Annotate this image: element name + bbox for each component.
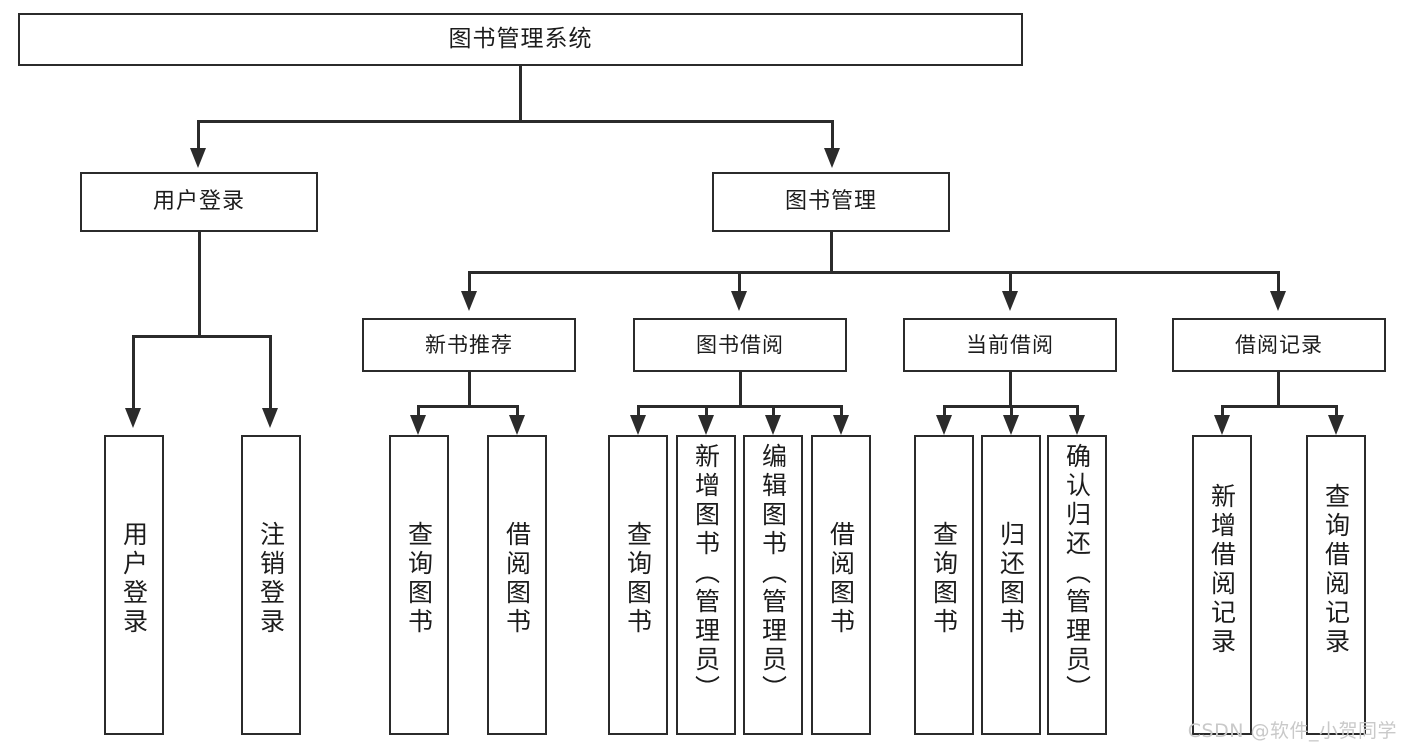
node-label: 图书借阅 [696,332,784,357]
connector-user-stem [198,232,201,337]
arrowhead-user-to-leaf2 [262,408,278,428]
connector-currentborrow-to-leaf1 [943,405,946,417]
node-label: 借阅图书 [502,521,532,637]
connector-borrowrecord-stem [1277,372,1280,408]
node-label: 查询借阅记录 [1321,483,1351,657]
connector-bookmgmt-bus [468,271,1280,274]
connector-currentborrow-to-leaf2 [1010,405,1013,417]
leaf-logout[interactable]: 注销登录 [241,435,301,735]
arrowhead-currentborrow-to-leaf2 [1003,415,1019,435]
node-label: 新书推荐 [425,332,513,357]
node-current-borrow[interactable]: 当前借阅 [903,318,1117,372]
connector-user-to-leaf2 [269,335,272,410]
connector-bookmgmt-stem [830,232,833,273]
connector-bookmgmt-to-borrow [738,271,741,293]
leaf-edit-book-admin[interactable]: 编辑图书（管理员） [743,435,803,735]
connector-newbook-to-leaf1 [417,405,420,417]
connector-bookborrow-to-leaf2 [705,405,708,417]
connector-root-to-book [831,120,834,150]
node-book-management[interactable]: 图书管理 [712,172,950,232]
arrowhead-root-to-book [824,148,840,168]
leaf-query-book-borrow[interactable]: 查询图书 [608,435,668,735]
node-label: 图书管理 [784,189,877,215]
node-user-login[interactable]: 用户登录 [80,172,318,232]
connector-user-to-leaf1 [132,335,135,410]
connector-bookmgmt-to-current [1009,271,1012,293]
arrowhead-newbook-to-leaf2 [509,415,525,435]
leaf-add-borrow-record[interactable]: 新增借阅记录 [1192,435,1252,735]
connector-bookborrow-stem [739,372,742,408]
arrowhead-bookborrow-to-leaf1 [630,415,646,435]
node-label: 确认归还（管理员） [1062,443,1092,704]
arrowhead-currentborrow-to-leaf1 [936,415,952,435]
node-root-system[interactable]: 图书管理系统 [18,13,1023,66]
csdn-watermark: CSDN @软件_小贺同学 [1187,720,1397,742]
arrowhead-bookborrow-to-leaf4 [833,415,849,435]
node-label: 新增图书（管理员） [691,443,721,704]
connector-currentborrow-stem [1009,372,1012,408]
node-label: 当前借阅 [966,332,1054,357]
connector-newbook-bus [417,405,519,408]
arrowhead-currentborrow-to-leaf3 [1069,415,1085,435]
leaf-query-borrow-record[interactable]: 查询借阅记录 [1306,435,1366,735]
node-label: 用户登录 [152,189,245,215]
connector-borrowrecord-bus [1221,405,1338,408]
leaf-query-book-recommend[interactable]: 查询图书 [389,435,449,735]
arrowhead-bookmgmt-to-record [1270,291,1286,311]
leaf-add-book-admin[interactable]: 新增图书（管理员） [676,435,736,735]
arrowhead-bookmgmt-to-new [461,291,477,311]
connector-root-bus [197,120,834,123]
arrowhead-borrowrecord-to-leaf1 [1214,415,1230,435]
node-label: 查询图书 [404,521,434,637]
arrowhead-bookmgmt-to-current [1002,291,1018,311]
connector-user-bus [132,335,272,338]
leaf-borrow-book[interactable]: 借阅图书 [811,435,871,735]
leaf-query-book-current[interactable]: 查询图书 [914,435,974,735]
connector-bookborrow-to-leaf4 [840,405,843,417]
leaf-user-login[interactable]: 用户登录 [104,435,164,735]
node-label: 图书管理系统 [448,26,593,53]
connector-bookborrow-bus [637,405,843,408]
node-borrow-record[interactable]: 借阅记录 [1172,318,1386,372]
connector-borrowrecord-to-leaf2 [1335,405,1338,417]
connector-borrowrecord-to-leaf1 [1221,405,1224,417]
leaf-borrow-book-recommend[interactable]: 借阅图书 [487,435,547,735]
connector-newbook-stem [468,372,471,408]
arrowhead-borrowrecord-to-leaf2 [1328,415,1344,435]
connector-bookborrow-to-leaf3 [772,405,775,417]
arrowhead-bookmgmt-to-borrow [731,291,747,311]
node-label: 注销登录 [256,521,286,637]
arrowhead-user-to-leaf1 [125,408,141,428]
connector-root-stem [519,66,522,122]
leaf-return-book[interactable]: 归还图书 [981,435,1041,735]
node-book-borrow[interactable]: 图书借阅 [633,318,847,372]
arrowhead-bookborrow-to-leaf3 [765,415,781,435]
node-label: 查询图书 [623,521,653,637]
node-label: 借阅记录 [1235,332,1323,357]
connector-currentborrow-to-leaf3 [1076,405,1079,417]
node-label: 归还图书 [996,521,1026,637]
connector-root-to-user [197,120,200,150]
node-new-book-recommend[interactable]: 新书推荐 [362,318,576,372]
node-label: 编辑图书（管理员） [758,443,788,704]
node-label: 用户登录 [119,521,149,637]
connector-newbook-to-leaf2 [516,405,519,417]
connector-bookborrow-to-leaf1 [637,405,640,417]
node-label: 查询图书 [929,521,959,637]
arrowhead-root-to-user [190,148,206,168]
arrowhead-bookborrow-to-leaf2 [698,415,714,435]
arrowhead-newbook-to-leaf1 [410,415,426,435]
leaf-confirm-return-admin[interactable]: 确认归还（管理员） [1047,435,1107,735]
connector-bookmgmt-to-record [1277,271,1280,293]
connector-bookmgmt-to-new [468,271,471,293]
node-label: 借阅图书 [826,521,856,637]
node-label: 新增借阅记录 [1207,483,1237,657]
